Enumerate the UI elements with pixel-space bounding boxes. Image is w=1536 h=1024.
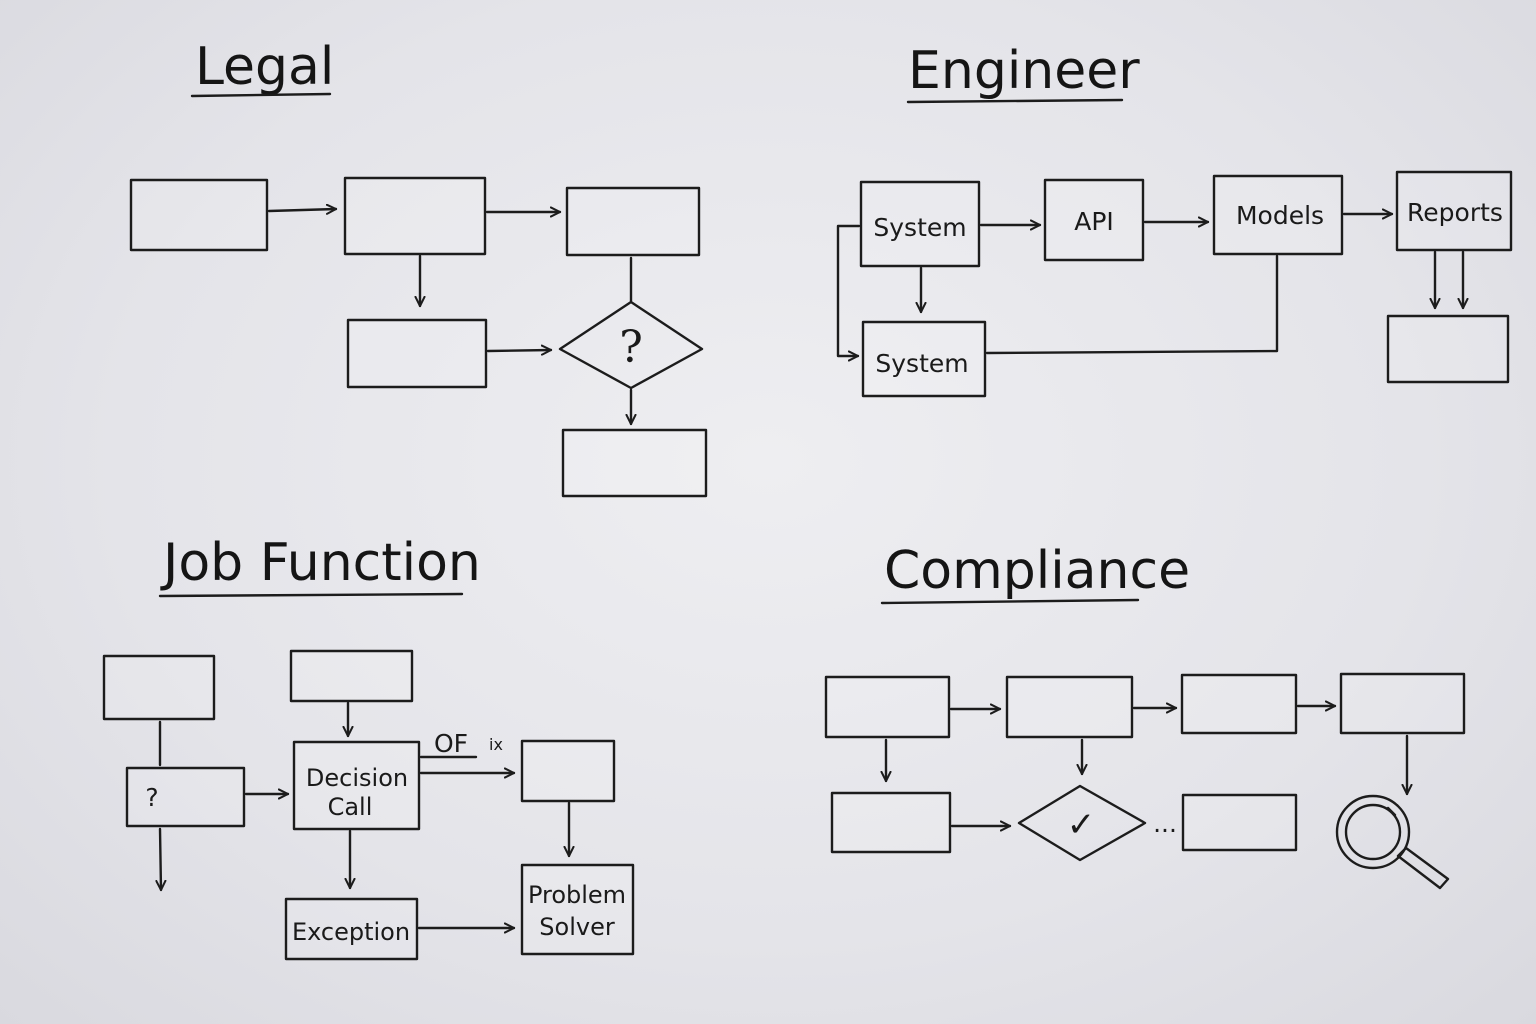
legal-box-4 <box>346 318 488 389</box>
legal-title-underline <box>190 92 332 98</box>
engineer-system-box-b <box>861 320 987 398</box>
job-decision-box <box>292 740 421 831</box>
compliance-check-icon: ✓ <box>1067 805 1096 845</box>
job-function-title-underline <box>158 592 464 598</box>
engineer-title: Engineer <box>908 41 1140 101</box>
legal-decision-diamond <box>558 300 704 390</box>
engineer-reports-label: Reports <box>1407 198 1503 227</box>
job-arrow-note: OF ix <box>434 729 503 758</box>
compliance-ellipsis: ... <box>1153 809 1177 838</box>
legal-arrow-4-diamond <box>486 350 553 351</box>
legal-section: Legal ? <box>129 37 708 498</box>
job-problem-solver-box <box>520 863 635 956</box>
engineer-reports-box <box>1395 170 1513 252</box>
compliance-box-1 <box>824 675 951 739</box>
job-arrow-unknown-down <box>160 827 161 892</box>
engineer-line-system-models <box>985 254 1279 355</box>
job-problem-label-1: Problem <box>528 881 626 909</box>
legal-arrow-1-2 <box>267 209 338 211</box>
job-function-title: Job Function <box>160 533 481 593</box>
job-exception-box <box>284 897 419 961</box>
job-exception-label: Exception <box>292 918 410 946</box>
legal-title: Legal <box>195 37 334 97</box>
engineer-system-box-a <box>859 180 981 268</box>
job-box-3 <box>520 739 616 803</box>
engineer-models-box <box>1212 174 1344 256</box>
legal-box-1 <box>129 178 269 252</box>
compliance-title: Compliance <box>884 541 1190 601</box>
job-problem-label-2: Solver <box>539 913 615 941</box>
engineer-api-box <box>1043 178 1145 262</box>
engineer-api-label: API <box>1074 207 1114 236</box>
job-decision-label-1: Decision <box>306 764 408 792</box>
compliance-box-4 <box>1339 672 1466 735</box>
job-decision-label-2: Call <box>328 793 373 821</box>
legal-box-3 <box>565 186 701 257</box>
compliance-box-2 <box>1005 675 1134 739</box>
compliance-box-3 <box>1180 673 1298 735</box>
engineer-output-box <box>1386 314 1510 384</box>
engineer-section: Engineer System API Models Reports Syste… <box>836 41 1513 398</box>
compliance-box-5 <box>830 791 952 854</box>
engineer-models-label: Models <box>1236 201 1324 230</box>
compliance-check-diamond <box>1017 784 1147 862</box>
engineer-title-underline <box>906 98 1124 104</box>
engineer-system-label-a: System <box>873 213 966 242</box>
magnifying-glass-icon <box>1335 794 1450 890</box>
compliance-section: Compliance ✓ ... <box>824 541 1466 890</box>
job-unknown-label: ? <box>145 783 158 812</box>
job-unknown-box <box>125 766 246 828</box>
compliance-title-underline <box>880 598 1140 605</box>
legal-box-2 <box>343 176 487 256</box>
job-arrow-note-text: OF <box>434 729 468 758</box>
legal-box-5 <box>561 428 708 498</box>
job-box-1 <box>102 654 216 721</box>
job-box-2 <box>289 649 414 703</box>
job-arrow-note-small: ix <box>489 735 503 754</box>
engineer-system-label-b: System <box>875 349 968 378</box>
job-function-section: Job Function ? Decision Call Exception P… <box>102 533 635 961</box>
engineer-loop-arrow <box>836 224 861 356</box>
legal-decision-symbol: ? <box>619 322 643 373</box>
compliance-box-6 <box>1181 793 1298 852</box>
